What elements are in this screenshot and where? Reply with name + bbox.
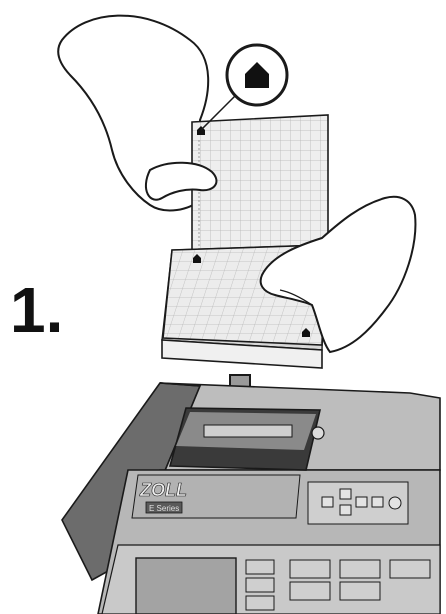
softkey-2[interactable] [246, 578, 274, 592]
softkey-8[interactable] [390, 560, 430, 578]
control-panel [308, 482, 408, 524]
softkey-5[interactable] [290, 582, 330, 600]
brand-logo: ZOLL [139, 480, 187, 500]
paper-door-latch[interactable] [312, 427, 324, 439]
printer-compartment [170, 408, 324, 470]
brand-plate: ZOLL E Series [132, 475, 300, 518]
softkey-3[interactable] [246, 596, 274, 610]
panel-button-left[interactable] [322, 497, 333, 507]
panel-button-down[interactable] [340, 505, 351, 515]
softkey-1[interactable] [246, 560, 274, 574]
display-screen [136, 558, 236, 614]
softkey-6[interactable] [340, 560, 380, 578]
softkey-7[interactable] [340, 582, 380, 600]
panel-button-right[interactable] [356, 497, 367, 507]
panel-button-round[interactable] [389, 497, 401, 509]
panel-button-select[interactable] [372, 497, 383, 507]
softkey-4[interactable] [290, 560, 330, 578]
model-badge-label: E Series [149, 504, 179, 513]
step-number: 1. [10, 274, 63, 346]
panel-button-up[interactable] [340, 489, 351, 499]
